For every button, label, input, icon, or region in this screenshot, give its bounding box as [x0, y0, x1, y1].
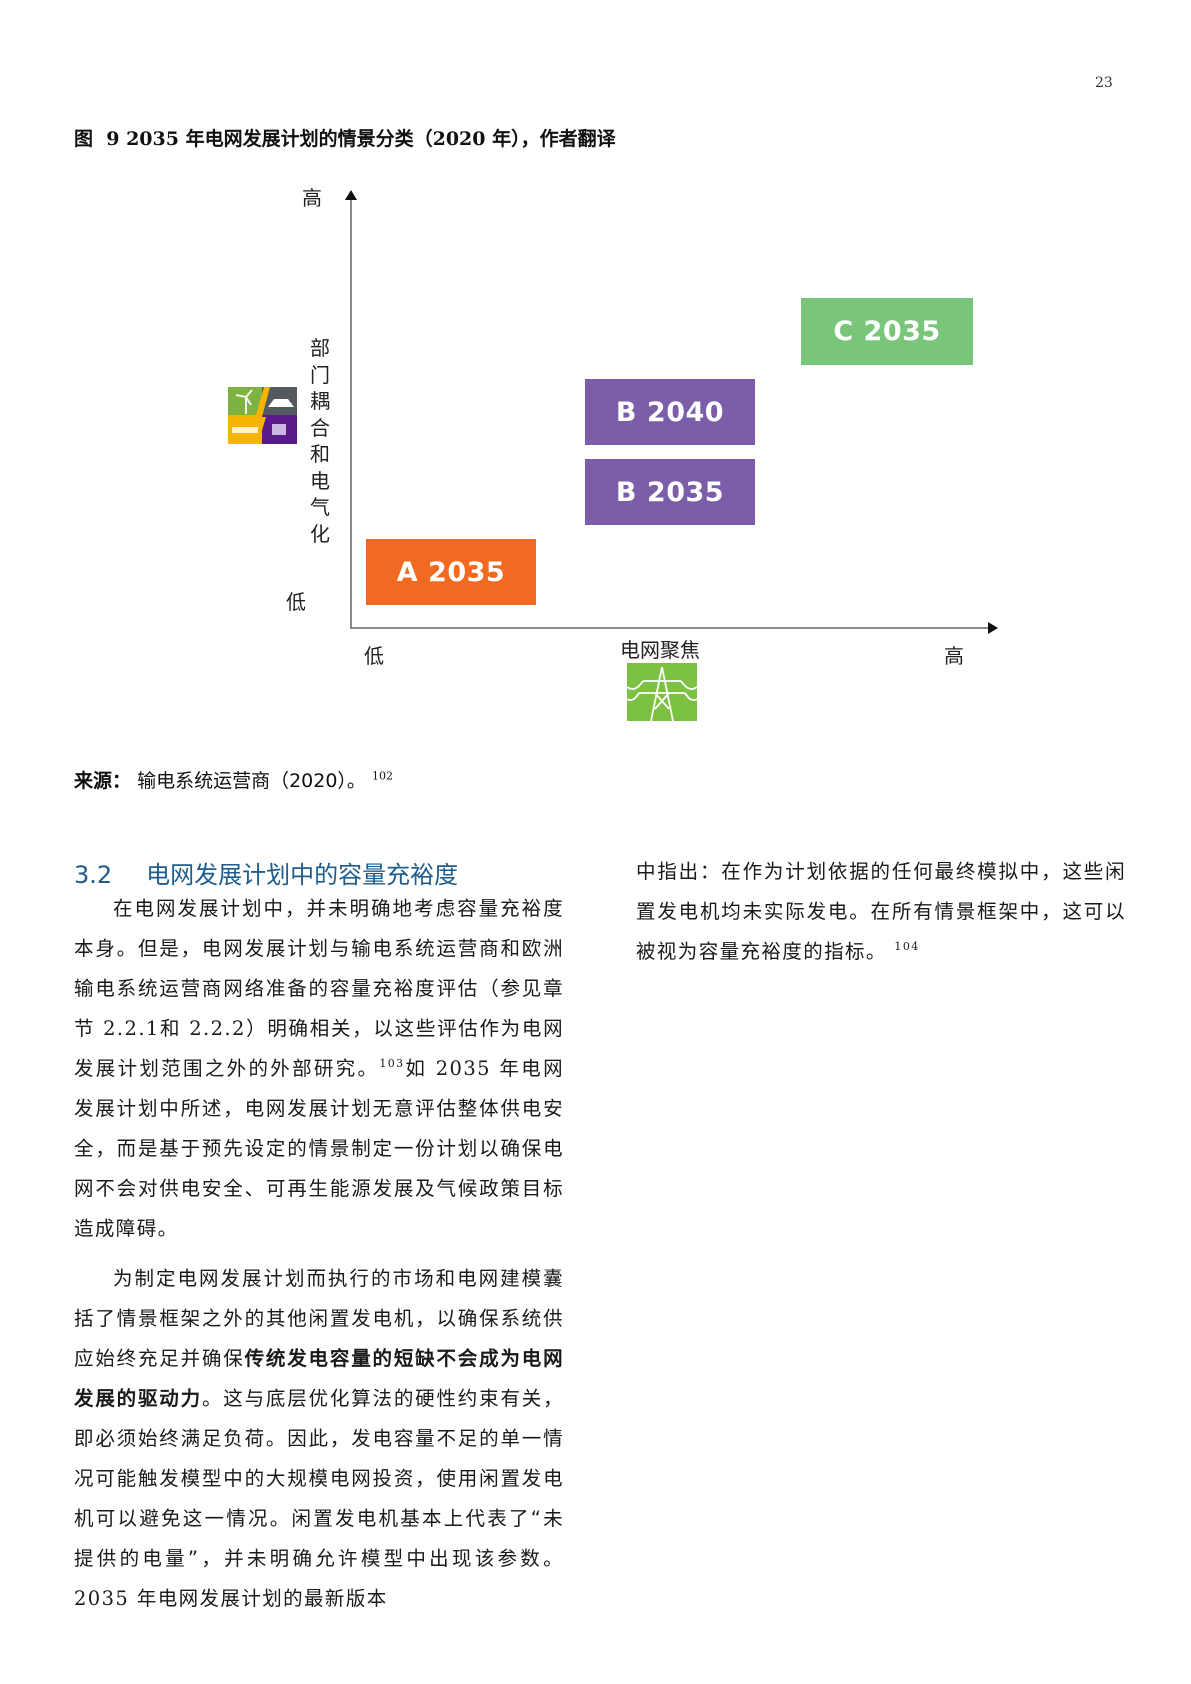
section-ref: 2.2.2: [189, 1017, 246, 1040]
y-title-char: 和: [310, 442, 330, 466]
text-run: 中指出：在作为计划依据的任何最终模拟中，这些闲置发电机均未实际发电。在所有情景框…: [636, 860, 1126, 963]
y-title-char: 门: [310, 362, 330, 387]
paragraph: 在电网发展计划中，并未明确地考虑容量充裕度本身。但是，电网发展计划与输电系统运营…: [74, 889, 564, 1249]
figure-title-number: 9 2035: [106, 128, 179, 150]
section-ref: 2.2.1: [103, 1017, 160, 1040]
y-title-char: 气: [310, 495, 330, 519]
text-run: 和: [159, 1017, 190, 1040]
y-axis-arrow-icon: [345, 190, 357, 200]
x-axis-arrow-icon: [988, 622, 998, 634]
source-label: 来源：: [74, 770, 132, 792]
figure-title-suffix: 年），作者翻译: [492, 128, 616, 150]
text-run: 2035: [74, 1587, 130, 1610]
y-title-char: 部: [310, 336, 330, 360]
paragraph: 为制定电网发展计划而执行的市场和电网建模囊括了情景框架之外的其他闲置发电机，以确…: [74, 1259, 564, 1619]
footnote-ref: 104: [894, 940, 920, 953]
emphasis-text: 传统发电容量的短缺不会成为电网发展的驱动力: [74, 1347, 564, 1410]
y-title-char: 耦: [310, 389, 330, 413]
x-axis-high-label: 高: [944, 644, 964, 668]
figure-source: 来源： 输电系统运营商（2020）。 102: [74, 766, 393, 793]
source-footnote: 102: [371, 769, 393, 783]
text-run: 年电网发展计划的最新版本: [129, 1587, 388, 1610]
x-axis-line: [350, 627, 990, 629]
y-title-char: 化: [310, 521, 330, 546]
y-title-char: 电: [310, 468, 330, 493]
scenario-c2035: C 2035: [801, 298, 973, 365]
text-run: ）明确相关，以这些评估作为电网发展计划范围之外的外部研究。: [74, 1017, 564, 1080]
power-pylon-icon: [626, 663, 698, 722]
sector-coupling-icon: [228, 387, 297, 444]
figure-title-prefix: 图: [74, 128, 94, 150]
section-number: 3.2: [74, 861, 113, 889]
page-number: 23: [1095, 75, 1113, 91]
text-run: 。这与底层优化算法的硬性约束有关，即必须始终满足负荷。因此，发电容量不足的单一情…: [74, 1387, 564, 1570]
section-title: 电网发展计划中的容量充裕度: [146, 861, 459, 889]
scenario-b2040: B 2040: [585, 379, 755, 445]
section-heading: 3.2 电网发展计划中的容量充裕度: [74, 855, 458, 890]
text-run: 在电网发展计划中，并未明确地考虑容量充裕度本身。但是，电网发展计划与输电系统运营…: [74, 897, 564, 1040]
body-column-right: 中指出：在作为计划依据的任何最终模拟中，这些闲置发电机均未实际发电。在所有情景框…: [636, 852, 1126, 972]
scenario-a2035: A 2035: [366, 539, 536, 605]
text-run: 2035: [435, 1057, 491, 1080]
paragraph: 中指出：在作为计划依据的任何最终模拟中，这些闲置发电机均未实际发电。在所有情景框…: [636, 852, 1126, 972]
source-text: 输电系统运营商（2020）。: [137, 770, 366, 792]
x-axis-low-label: 低: [364, 644, 384, 668]
text-run: 年电网发展计划中所述，电网发展计划无意评估整体供电安全，而是基于预先设定的情景制…: [74, 1057, 565, 1240]
figure-title-text: 年电网发展计划的情景分类（: [185, 128, 433, 150]
figure-title-year: 2020: [432, 128, 486, 150]
y-axis-line: [350, 198, 352, 628]
text-run: 如: [404, 1057, 436, 1080]
x-axis-title: 电网聚焦: [620, 638, 700, 662]
text-run: 为制定电网发展计划而执行的市场和电网建模囊括了情景框架之外的其他闲置发电机，以确…: [74, 1267, 564, 1370]
footnote-ref: 103: [379, 1057, 405, 1070]
y-axis-low-label: 低: [286, 590, 306, 614]
y-axis-high-label: 高: [302, 186, 322, 210]
y-title-char: 合: [310, 415, 330, 440]
y-axis-title: 部 门 耦 合 和 电 气 化: [308, 335, 332, 547]
scenario-b2035: B 2035: [585, 459, 755, 525]
figure-title: 图 9 2035 年电网发展计划的情景分类（2020 年），作者翻译: [74, 124, 616, 151]
body-column-left: 在电网发展计划中，并未明确地考虑容量充裕度本身。但是，电网发展计划与输电系统运营…: [74, 889, 564, 1619]
